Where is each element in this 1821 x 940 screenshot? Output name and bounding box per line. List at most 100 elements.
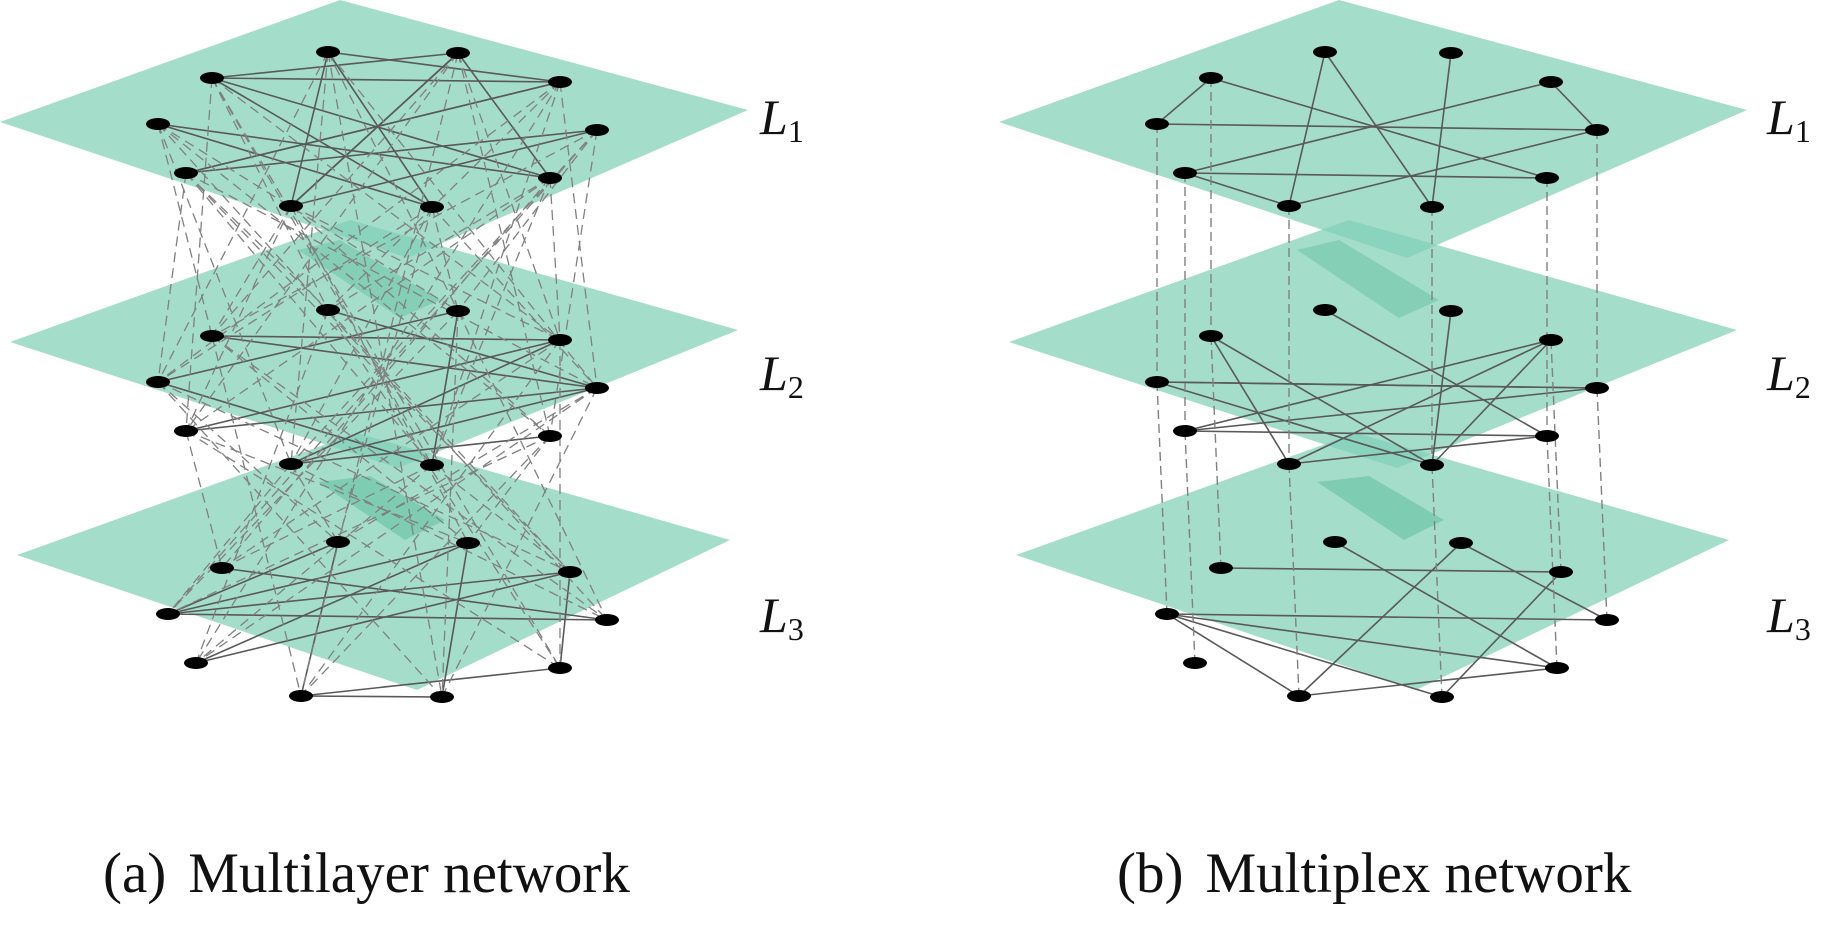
layer-plane-3 (1016, 433, 1729, 690)
node-layer-3 (1183, 657, 1207, 669)
node-layer-2 (279, 458, 303, 470)
intra-layer-edge (290, 339, 561, 465)
intra-layer-edge (1166, 613, 1443, 698)
node-layer-1 (1173, 167, 1197, 179)
node-layer-3 (210, 562, 234, 574)
inter-layer-edge (157, 123, 459, 312)
inter-layer-edge (290, 205, 551, 437)
node-layer-3 (1549, 566, 1573, 578)
intra-layer-edge (1550, 81, 1598, 131)
inter-layer-edge (185, 430, 223, 569)
inter-layer-edge (157, 381, 571, 573)
caption-letter: (a) (103, 842, 167, 905)
intra-layer-edge (1210, 335, 1433, 466)
layer-plane-2 (1009, 220, 1737, 468)
inter-layer-edge (185, 430, 469, 544)
inter-layer-edge (157, 206, 433, 383)
network-nodes (1145, 46, 1619, 703)
inter-layer-edge (431, 177, 551, 466)
node-layer-2 (585, 382, 609, 394)
intra-layer-edge (1166, 613, 1558, 669)
inter-layer-edge (467, 435, 551, 544)
intra-layer-edge (1156, 381, 1433, 466)
node-layer-2 (538, 430, 562, 442)
inter-layer-edge (157, 123, 551, 437)
inter-layer-edge (549, 177, 561, 341)
intra-layer-edge (1156, 77, 1212, 125)
node-layer-1 (585, 124, 609, 136)
intra-layer-edge (1166, 613, 1300, 697)
inter-layer-edge (327, 309, 571, 573)
intra-layer-edge (441, 542, 469, 698)
layer-label-2: L2 (1767, 345, 1811, 405)
inter-layer-edge (300, 339, 561, 697)
node-layer-1 (200, 72, 224, 84)
inter-layer-edge (457, 52, 561, 341)
intra-layer-edge (157, 123, 551, 179)
inter-layer-edge (431, 206, 459, 312)
inter-layer-edge (167, 435, 551, 615)
inter-layer-edge (327, 81, 561, 311)
intra-layer-edges (157, 51, 608, 698)
inter-layer-edge (157, 381, 339, 543)
intra-layer-edge (290, 52, 459, 207)
node-layer-3 (1155, 608, 1179, 620)
inter-layer-edge (157, 123, 292, 465)
layer-planes (999, 0, 1747, 690)
node-layer-1 (1585, 124, 1609, 136)
node-layer-2 (1439, 305, 1463, 317)
inter-layer-edge (195, 464, 433, 664)
caption-multilayer: (a)Multilayer network (103, 845, 630, 902)
intra-layer-edge (185, 339, 561, 432)
intra-layer-edge (1166, 613, 1608, 621)
node-layer-3 (595, 614, 619, 626)
node-layer-1 (1277, 200, 1301, 212)
node-layer-3 (156, 608, 180, 620)
inter-layer-edge (1596, 387, 1608, 621)
inter-layer-edges (157, 51, 608, 698)
intra-layer-edge (211, 52, 459, 79)
node-layer-2 (1539, 334, 1563, 346)
inter-layer-edge (211, 205, 292, 337)
plane-overlap-shade (1317, 476, 1444, 540)
inter-layer-edge (211, 52, 459, 337)
inter-layer-edge (1288, 463, 1300, 697)
intra-layer-edge (1460, 542, 1608, 621)
node-layer-1 (1313, 46, 1337, 58)
inter-layer-edge (290, 463, 608, 621)
inter-layer-edge (185, 430, 561, 669)
layer-label-3: L3 (1767, 587, 1811, 647)
layer-plane-3 (17, 433, 730, 690)
node-layer-2 (420, 459, 444, 471)
intra-layer-edge (157, 123, 433, 208)
inter-layer-edge (1431, 464, 1443, 698)
node-layer-1 (1199, 72, 1223, 84)
intra-layer-edge (327, 309, 598, 389)
inter-layer-edge (211, 129, 598, 337)
node-layer-3 (430, 691, 454, 703)
intra-layer-edge (457, 52, 551, 179)
intra-layer-edge (1431, 310, 1452, 466)
inter-layer-edge (559, 81, 598, 389)
node-layer-3 (558, 566, 582, 578)
node-layer-1 (420, 201, 444, 213)
inter-layer-edge (549, 129, 598, 437)
node-layer-3 (326, 536, 350, 548)
intra-layer-edge (1156, 381, 1598, 389)
intra-layer-edge (195, 571, 571, 664)
inter-layer-edge (1184, 430, 1196, 664)
inter-layer-edge (211, 77, 329, 311)
inter-layer-edge (167, 310, 459, 615)
intra-layer-edge (185, 387, 598, 432)
intra-layer-edge (1298, 667, 1558, 697)
inter-layer-edge (195, 387, 598, 664)
node-layer-3 (1595, 614, 1619, 626)
panel-multilayer: L1 L2 L3 (a)Multilayer network (0, 0, 910, 940)
intra-layer-edge (1288, 129, 1598, 207)
node-layer-1 (1535, 172, 1559, 184)
intra-layer-edge (327, 51, 561, 83)
node-layer-2 (1199, 330, 1223, 342)
inter-layer-edge (211, 77, 433, 466)
plane-overlap-shade (298, 240, 440, 318)
intra-layer-edge (1298, 542, 1462, 697)
